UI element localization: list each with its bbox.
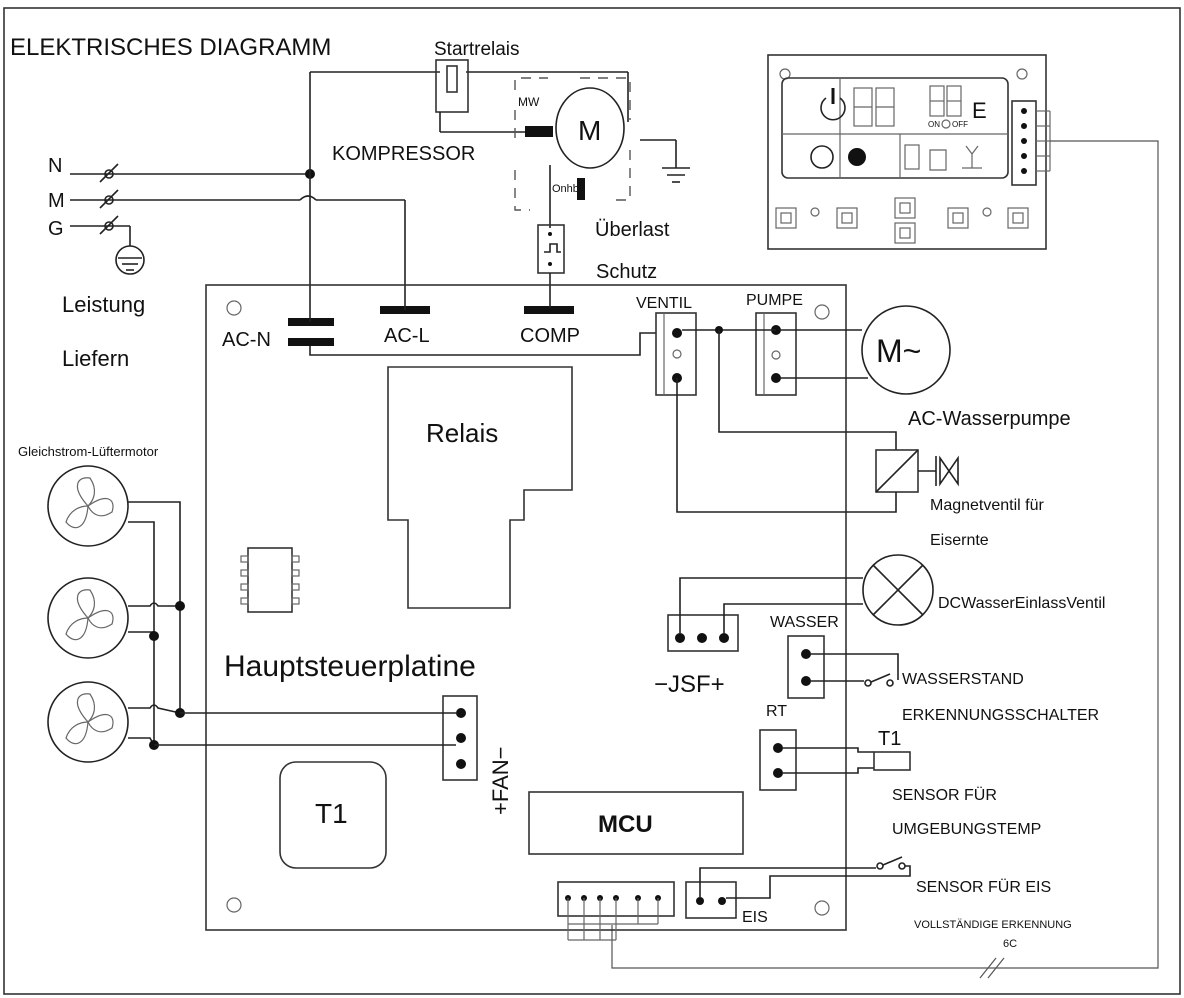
start-relay bbox=[435, 59, 469, 113]
fan-icon bbox=[65, 589, 114, 641]
mcu-label: MCU bbox=[598, 811, 653, 838]
display-status-icons bbox=[810, 144, 982, 171]
lamp-icon bbox=[962, 145, 982, 169]
fan-connector bbox=[442, 695, 478, 781]
pump-motor-label: M~ bbox=[876, 333, 921, 369]
power-g-label: G bbox=[48, 218, 64, 240]
fan-motor-1 bbox=[47, 465, 129, 547]
jsf-connector bbox=[667, 614, 739, 652]
relais-label: Relais bbox=[426, 418, 498, 448]
wasserstand-label-2: ERKENNUNGSSCHALTER bbox=[902, 707, 1099, 724]
kompressor-label: KOMPRESSOR bbox=[332, 143, 475, 165]
water-pump-motor: M~ bbox=[861, 305, 951, 395]
ueberlast-label: Überlast bbox=[595, 219, 670, 241]
schutz-label: Schutz bbox=[596, 261, 657, 283]
display-panel: E ON OFF bbox=[767, 54, 1051, 250]
compressor-ground-icon bbox=[640, 139, 690, 183]
fan-motor-2 bbox=[47, 577, 129, 659]
compressor-terminal-onhb bbox=[577, 178, 585, 200]
seven-segment-display-icon: E ON OFF bbox=[853, 85, 987, 129]
compressor-motor-letter: M bbox=[578, 115, 601, 146]
t1-block-label: T1 bbox=[315, 798, 348, 829]
power-m-label: M bbox=[48, 190, 65, 212]
main-control-board: AC-N AC-L COMP Relais Hauptsteuerplatine… bbox=[205, 284, 847, 941]
sensor-temp-label-2: UMGEBUNGSTEMP bbox=[892, 821, 1041, 838]
ice-switch-icon bbox=[882, 856, 903, 866]
sensor-temp-label-1: SENSOR FÜR bbox=[892, 786, 997, 804]
power-icon bbox=[820, 88, 846, 121]
dcwasser-label: DCWasserEinlassVentil bbox=[938, 595, 1105, 612]
fan-icon bbox=[848, 148, 866, 166]
mcu-chip bbox=[528, 791, 744, 855]
line-breaker-marks bbox=[99, 163, 119, 235]
fan-icon bbox=[65, 477, 114, 529]
ground-icon bbox=[115, 245, 145, 275]
solenoid-valve bbox=[875, 449, 959, 493]
sensor-eis-label: SENSOR FÜR EIS bbox=[916, 878, 1051, 896]
display-cable bbox=[611, 140, 1159, 969]
pumpe-connector bbox=[755, 312, 797, 396]
ac-n-label: AC-N bbox=[222, 329, 271, 351]
wasserstand-label-1: WASSERSTAND bbox=[902, 671, 1024, 688]
onhb-label: Onhb bbox=[552, 183, 579, 195]
fan-motor-3 bbox=[47, 681, 129, 763]
jsf-label: −JSF+ bbox=[654, 671, 725, 698]
vollstaendig-label: VOLLSTÄNDIGE ERKENNUNG bbox=[914, 919, 1072, 931]
magnet-label-2: Eisernte bbox=[930, 532, 989, 549]
mw-label: MW bbox=[518, 95, 540, 109]
diagram-title: ELEKTRISCHES DIAGRAMM bbox=[10, 34, 331, 61]
rt-label: RT bbox=[766, 703, 787, 720]
outer-frame bbox=[3, 7, 1181, 995]
ventil-connector bbox=[655, 312, 697, 396]
ac-n-terminal bbox=[288, 318, 334, 326]
t1-block bbox=[279, 761, 387, 869]
t1-sensor-label: T1 bbox=[878, 728, 901, 750]
cup-icon bbox=[929, 149, 947, 171]
relay-block bbox=[387, 366, 573, 609]
temp-sensor-t1 bbox=[873, 751, 911, 771]
display-connector bbox=[1011, 100, 1037, 186]
display-on-text: ON bbox=[928, 120, 940, 129]
pumpe-label: PUMPE bbox=[746, 292, 803, 309]
bottle-icon bbox=[904, 144, 920, 170]
display-off-text: OFF bbox=[952, 120, 968, 129]
ice-icon bbox=[810, 145, 834, 169]
wasser-label: WASSER bbox=[770, 614, 839, 631]
eis-connector bbox=[685, 881, 737, 919]
level-switch-icon bbox=[870, 673, 891, 683]
comp-label: COMP bbox=[520, 325, 580, 347]
overload-protector bbox=[537, 224, 565, 274]
power-supply: N M G Leistung Liefern bbox=[48, 72, 406, 371]
board-label: Hauptsteuerplatine bbox=[224, 650, 476, 683]
display-buttons bbox=[775, 197, 1029, 244]
power-n-label: N bbox=[48, 155, 62, 177]
six-c-label: 6C bbox=[1003, 938, 1017, 950]
dc-water-inlet-valve bbox=[862, 554, 934, 626]
power-label-2: Liefern bbox=[62, 346, 129, 371]
ic-chip bbox=[240, 547, 300, 613]
startrelais-label: Startrelais bbox=[434, 39, 520, 60]
rt-connector bbox=[759, 729, 797, 791]
fan-header-label: Gleichstrom-Lüftermotor bbox=[18, 444, 159, 459]
fan-label: +FAN− bbox=[488, 747, 513, 815]
valve-icon bbox=[939, 455, 959, 487]
wasser-connector bbox=[787, 635, 825, 699]
compressor-motor: M bbox=[555, 87, 625, 169]
power-label-1: Leistung bbox=[62, 292, 145, 317]
display-e-code: E bbox=[972, 98, 987, 123]
fan-icon bbox=[65, 693, 114, 745]
magnet-label-1: Magnetventil für bbox=[930, 497, 1045, 514]
compressor-terminal-mw bbox=[525, 126, 553, 137]
clock-icon bbox=[941, 119, 951, 129]
compressor-area: Startrelais MW M KOMPRESSOR Onhb bbox=[310, 39, 690, 308]
ventil-label: VENTIL bbox=[636, 295, 692, 312]
eis-label: EIS bbox=[742, 909, 768, 926]
ac-l-label: AC-L bbox=[384, 325, 430, 347]
pump-label: AC-Wasserpumpe bbox=[908, 408, 1071, 430]
comp-terminal bbox=[524, 306, 574, 314]
